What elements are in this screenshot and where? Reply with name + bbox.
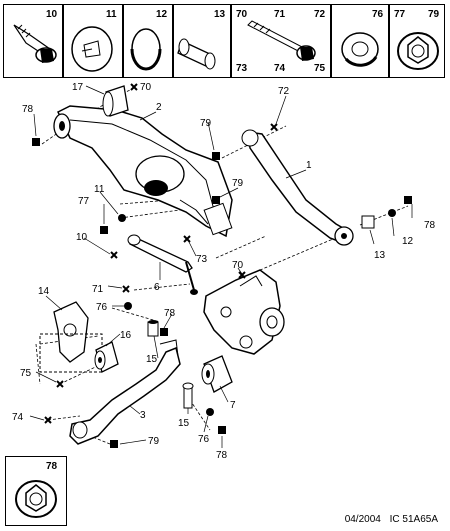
callout-74: 74 [12, 412, 24, 423]
part-number: 72 [314, 9, 326, 20]
part-cell-11: 11 [63, 4, 123, 78]
footer-date: 04/2004 [344, 514, 381, 525]
callout-2: 2 [156, 102, 162, 113]
long-bolt-icon [247, 20, 316, 61]
lower-arm-part-3 [69, 339, 181, 445]
part-number: 78 [46, 461, 58, 472]
part-cell-13: 13 [173, 4, 231, 78]
bolt-markers [44, 83, 278, 424]
part-number: 10 [46, 9, 58, 20]
callout-79: 79 [200, 118, 212, 129]
nut-markers [118, 209, 396, 416]
part-number: 70 [236, 9, 248, 20]
callout-70: 70 [140, 82, 152, 93]
callout-79: 79 [232, 178, 244, 189]
callout-leaders [29, 85, 413, 448]
part-number: 71 [274, 9, 286, 20]
nut-icon [341, 32, 379, 67]
callout-77: 77 [78, 196, 90, 207]
subframe-part [53, 105, 233, 238]
bushing-part-16 [94, 341, 119, 373]
callout-76: 76 [198, 434, 210, 445]
bolt-part-15-lower [182, 382, 194, 409]
callout-78: 78 [22, 104, 34, 115]
flat-washer-icon [130, 28, 162, 71]
part-cell-70: 70 71 72 73 74 75 [231, 4, 331, 78]
callout-12: 12 [402, 236, 414, 247]
part-number: 11 [106, 9, 117, 20]
callout-78: 78 [164, 308, 176, 319]
callout-78: 78 [424, 220, 436, 231]
bushing-part-7 [201, 355, 233, 393]
part-number: 12 [156, 9, 168, 20]
part-number: 75 [314, 63, 326, 74]
callout-10: 10 [76, 232, 88, 243]
part-number: 79 [428, 9, 440, 20]
bushing-part-17 [102, 85, 129, 117]
part-cell-10: 10 [3, 4, 63, 78]
callout-14: 14 [38, 286, 50, 297]
callout-15: 15 [178, 418, 190, 429]
flange-nut-icon [15, 480, 57, 518]
sleeve-part-13 [361, 215, 375, 229]
callout-72: 72 [278, 86, 290, 97]
part-cell-12: 12 [123, 4, 173, 78]
part-number: 74 [274, 63, 286, 74]
bracket-part-14 [39, 301, 103, 373]
callout-75: 75 [20, 368, 32, 379]
footer-reference: 04/2004 IC 51A65A [345, 514, 438, 525]
part-cell-76: 76 [331, 4, 389, 78]
callout-6: 6 [154, 282, 160, 293]
callout-73: 73 [196, 254, 208, 265]
fastener-markers [32, 138, 412, 448]
callout-17: 17 [72, 82, 84, 93]
control-arm-part-1 [241, 129, 354, 246]
callout-13: 13 [374, 250, 386, 261]
spacer-sleeve-icon [177, 38, 216, 70]
part-number: 76 [372, 9, 384, 20]
callout-16: 16 [120, 330, 132, 341]
footer-ref-code: IC 51A65A [389, 514, 438, 525]
link-rod-part-6 [127, 234, 198, 295]
callout-15: 15 [146, 354, 158, 365]
callout-7: 7 [230, 400, 236, 411]
part-cell-77: 77 79 [389, 4, 445, 78]
callout-78: 78 [216, 450, 228, 461]
callout-79: 79 [148, 436, 160, 447]
bolt-part-15-upper [147, 320, 159, 337]
hub-carrier-part [203, 269, 285, 355]
part-number: 13 [214, 9, 226, 20]
callout-11: 11 [94, 184, 105, 195]
tab-washer-icon [71, 26, 113, 72]
part-number: 77 [394, 9, 406, 20]
bolt-icon [13, 24, 57, 63]
part-number: 73 [236, 63, 248, 74]
flange-nut-icon [397, 32, 439, 70]
callout-3: 3 [140, 410, 146, 421]
callout-1: 1 [306, 160, 312, 171]
callout-70: 70 [232, 260, 244, 271]
callout-76: 76 [96, 302, 108, 313]
inset-part-78: 78 [5, 456, 67, 526]
callout-71: 71 [92, 284, 104, 295]
